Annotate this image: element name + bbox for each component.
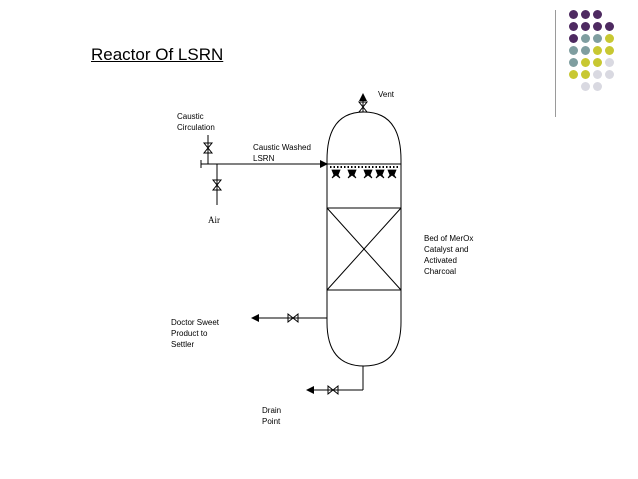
decor-dot (581, 58, 590, 67)
decor-dot (605, 58, 614, 67)
decor-dot (581, 22, 590, 31)
decor-dot (605, 70, 614, 79)
air-valve-icon (211, 179, 223, 191)
decor-dot (593, 22, 602, 31)
spray-nozzles (331, 169, 397, 179)
decor-divider-line (555, 10, 556, 117)
decor-dot (593, 10, 602, 19)
label-doctor-sweet: Doctor Sweet Product to Settler (171, 318, 220, 349)
label-caustic-washed-lsrn: Caustic Washed LSRN (253, 143, 311, 163)
label-air: Air (208, 215, 220, 225)
product-valve-icon (287, 312, 299, 324)
spray-nozzle-icon (363, 169, 373, 179)
decor-dot (581, 46, 590, 55)
decor-dot (569, 46, 578, 55)
vent-valve (357, 101, 369, 113)
drain-valve-icon (327, 384, 339, 396)
label-bed: Bed of MerOx Catalyst and Activated Char… (424, 234, 474, 276)
label-drain-point: Drain Point (262, 406, 282, 426)
decor-dot (593, 46, 602, 55)
decor-dot (569, 70, 578, 79)
decor-dot (593, 34, 602, 43)
label-caustic-circulation: Caustic Circulation (177, 112, 215, 132)
decor-dot (605, 46, 614, 55)
spray-nozzle-icon (375, 169, 385, 179)
decor-dot (569, 22, 578, 31)
decor-dot (605, 22, 614, 31)
spray-nozzle-icon (387, 169, 397, 179)
decor-dot (569, 34, 578, 43)
decor-dot (569, 58, 578, 67)
decor-dot (569, 10, 578, 19)
decor-dot (605, 34, 614, 43)
spray-nozzle-icon (347, 169, 357, 179)
reactor-vessel (326, 111, 402, 367)
caustic-valve-icon (202, 142, 214, 154)
slide-title: Reactor Of LSRN (91, 45, 224, 64)
label-vent: Vent (378, 90, 395, 99)
decor-dot (593, 58, 602, 67)
decor-dot (581, 70, 590, 79)
bed-cross (326, 207, 402, 291)
decor-dot (581, 10, 590, 19)
decor-dot (593, 82, 602, 91)
spray-nozzle-icon (331, 169, 341, 179)
decor-dot (593, 70, 602, 79)
decor-dot (581, 34, 590, 43)
decor-dot (581, 82, 590, 91)
